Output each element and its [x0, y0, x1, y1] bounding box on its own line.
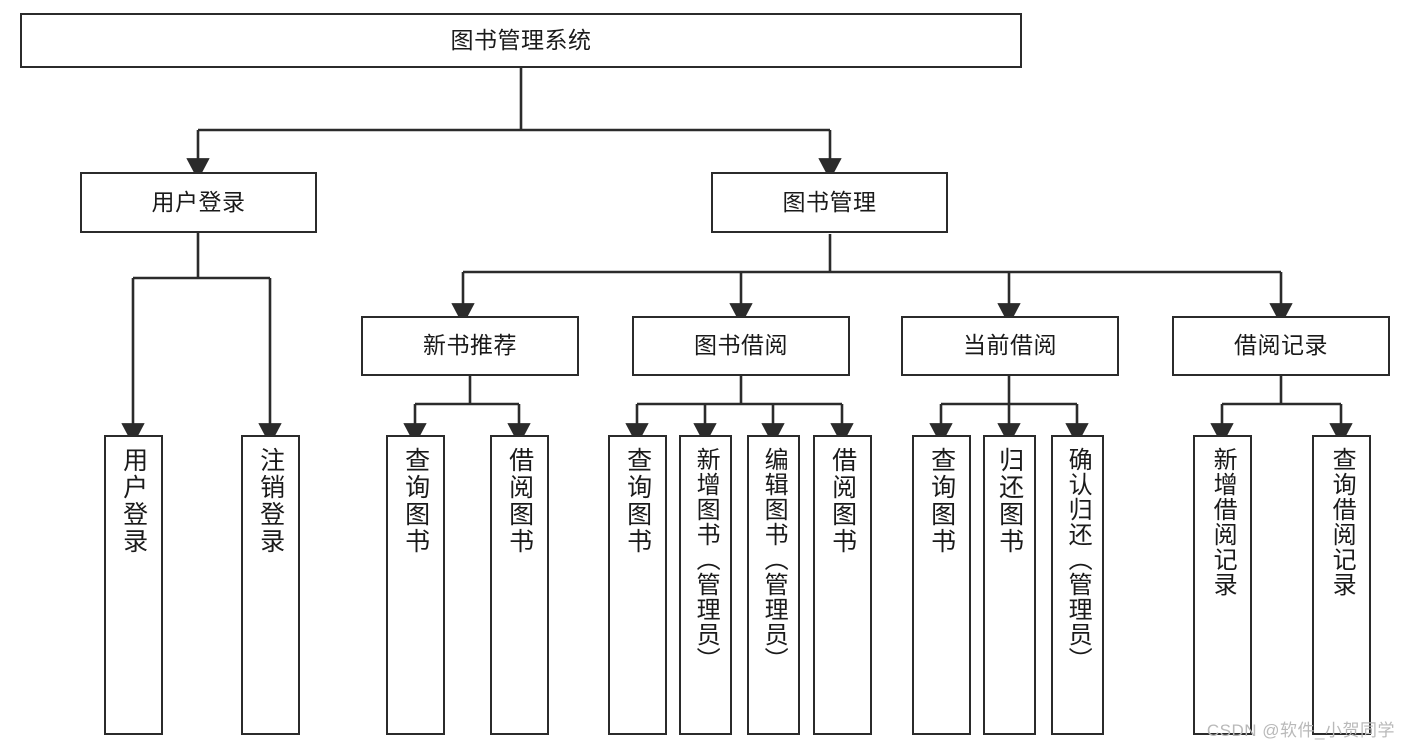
leaf-add-borrow-record[interactable]: 新增借阅记录	[1193, 435, 1252, 735]
node-label: 查询图书	[401, 447, 430, 555]
node-root-system[interactable]: 图书管理系统	[20, 13, 1022, 68]
node-new-book-recommend[interactable]: 新书推荐	[361, 316, 579, 376]
node-label: 新书推荐	[423, 332, 517, 359]
node-label: 图书借阅	[694, 332, 788, 359]
node-label: 确认归还（管理员）	[1064, 447, 1092, 672]
node-label: 图书管理系统	[450, 26, 592, 53]
node-book-manage[interactable]: 图书管理	[711, 172, 948, 233]
leaf-confirm-return[interactable]: 确认归还（管理员）	[1051, 435, 1104, 735]
node-label: 编辑图书（管理员）	[760, 447, 788, 672]
leaf-user-login[interactable]: 用户登录	[104, 435, 163, 735]
node-label: 当前借阅	[963, 332, 1057, 359]
node-label: 查询图书	[927, 447, 956, 555]
node-label: 归还图书	[995, 447, 1024, 555]
leaf-borrow-book-recommend[interactable]: 借阅图书	[490, 435, 549, 735]
leaf-query-book-recommend[interactable]: 查询图书	[386, 435, 445, 735]
node-label: 用户登录	[151, 188, 246, 215]
leaf-query-borrow-record[interactable]: 查询借阅记录	[1312, 435, 1371, 735]
node-label: 图书管理	[782, 188, 877, 215]
leaf-query-book-current[interactable]: 查询图书	[912, 435, 971, 735]
node-label: 借阅图书	[505, 447, 534, 555]
node-label: 借阅图书	[828, 447, 857, 555]
node-current-borrow[interactable]: 当前借阅	[901, 316, 1119, 376]
leaf-logout[interactable]: 注销登录	[241, 435, 300, 735]
leaf-query-book-borrow[interactable]: 查询图书	[608, 435, 667, 735]
node-label: 注销登录	[256, 447, 285, 555]
node-borrow-record[interactable]: 借阅记录	[1172, 316, 1390, 376]
node-label: 新增图书（管理员）	[692, 447, 720, 672]
leaf-add-book[interactable]: 新增图书（管理员）	[679, 435, 732, 735]
leaf-return-book[interactable]: 归还图书	[983, 435, 1036, 735]
node-label: 查询借阅记录	[1328, 447, 1356, 597]
node-user-login[interactable]: 用户登录	[80, 172, 317, 233]
csdn-watermark: CSDN @软件_小贺同学	[1206, 721, 1395, 740]
leaf-borrow-book[interactable]: 借阅图书	[813, 435, 872, 735]
node-label: 借阅记录	[1234, 332, 1328, 359]
node-label: 用户登录	[119, 447, 148, 555]
node-book-borrow[interactable]: 图书借阅	[632, 316, 850, 376]
node-label: 查询图书	[623, 447, 652, 555]
node-label: 新增借阅记录	[1209, 447, 1237, 597]
leaf-edit-book[interactable]: 编辑图书（管理员）	[747, 435, 800, 735]
